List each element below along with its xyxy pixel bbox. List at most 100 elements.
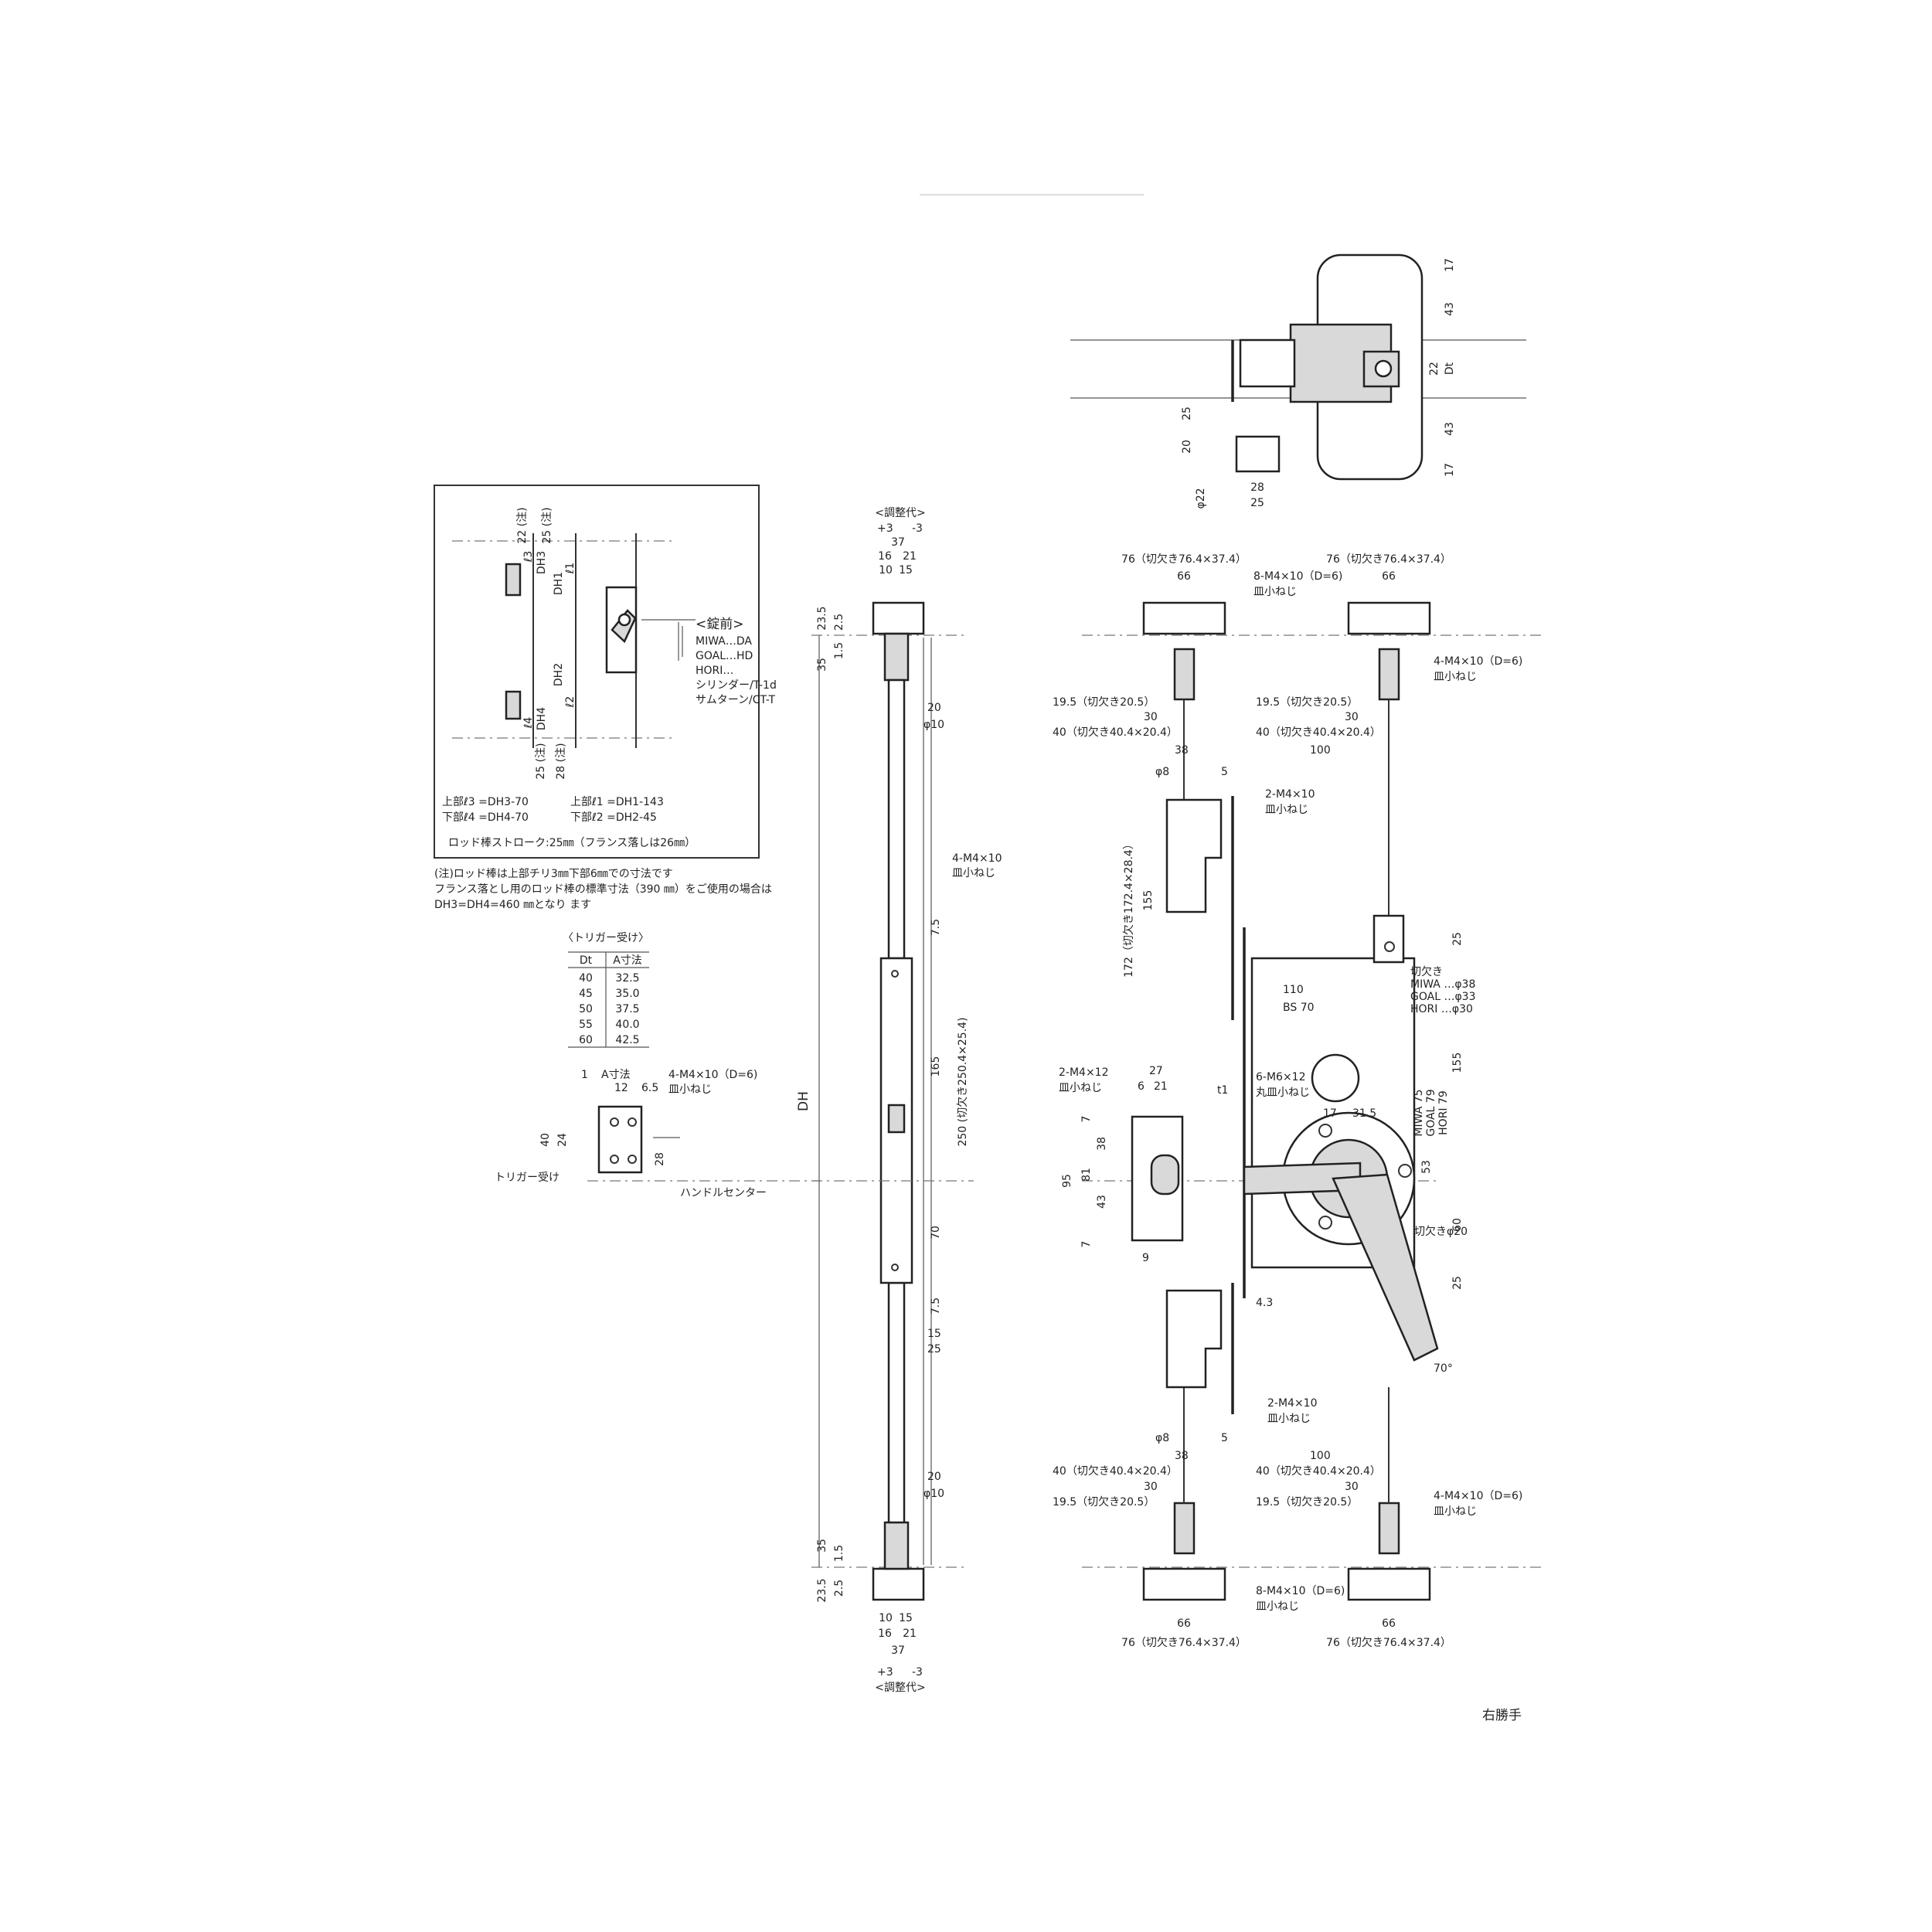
top-dim-25b: 25 — [1250, 497, 1264, 509]
front-screw2-top-2: 皿小ねじ — [1265, 804, 1308, 816]
inset-lock-line-5: サムターン/CT-T — [696, 694, 776, 706]
front-d30-br: 30 — [1345, 1481, 1359, 1493]
front-d27: 27 — [1149, 1065, 1163, 1077]
inset-dim-25b: 25 (注) — [535, 743, 547, 779]
rod-dim-37b: 37 — [891, 1645, 905, 1657]
inset-dim-22: 22 (注) — [516, 507, 529, 543]
rod-bottom-dims: 20 φ10 35 1.5 23.5 2.5 10 15 16 21 37 — [816, 1471, 944, 1657]
rod-dim-phi10: φ10 — [923, 719, 944, 731]
rod-dim-25c: 25 — [927, 1343, 941, 1355]
front-flange-bottom-left: 76（切欠き76.4×37.4） — [1121, 1637, 1247, 1649]
front-cutout-title: 切欠き — [1410, 966, 1443, 978]
front-mgh-goal: GOAL 79 — [1425, 1089, 1437, 1136]
front-d7a: 7 — [1080, 1116, 1093, 1123]
rod-dim-phi10b: φ10 — [923, 1488, 944, 1500]
top-dim-22: 22 — [1428, 362, 1440, 376]
front-deg70: 70° — [1434, 1362, 1453, 1375]
front-d25-top: 25 — [1451, 932, 1464, 946]
front-d100-bottom: 100 — [1310, 1450, 1331, 1462]
front-screw4-top-1: 4-M4×10（D=6) — [1434, 655, 1522, 668]
rod-dim-21: 21 — [903, 550, 917, 563]
trigger-table-header-dt: Dt — [580, 954, 593, 967]
front-cutout-goal: GOAL …φ33 — [1410, 991, 1476, 1003]
front-d40-bl: 40（切欠き40.4×20.4） — [1053, 1465, 1178, 1478]
front-t1: t1 — [1217, 1084, 1228, 1097]
front-screw4-bot-1: 4-M4×10（D=6) — [1434, 1490, 1522, 1502]
top-view-dims: 17 43 22 Dt 43 17 25 20 28 25 φ22 — [1181, 258, 1456, 509]
front-phi8-bottom: φ8 — [1155, 1432, 1169, 1444]
front-d25-bottom: 25 — [1451, 1276, 1464, 1290]
front-d195-bl: 19.5（切欠き20.5） — [1053, 1496, 1155, 1509]
trigger-dim-12: 12 — [614, 1082, 628, 1094]
front-view-dims: 76（切欠き76.4×37.4） 76（切欠き76.4×37.4） 66 66 … — [1053, 553, 1522, 1649]
front-d155b: 155 — [1451, 1053, 1464, 1073]
rod-dim-20: 20 — [927, 702, 941, 714]
inset-dim-dh1: DH1 — [553, 572, 565, 595]
front-screw4-bot-2: 皿小ねじ — [1434, 1505, 1477, 1518]
adjust-label-top: <調整代> — [875, 507, 925, 519]
formula-upper-l3: 上部ℓ3 =DH3-70 — [442, 796, 529, 808]
front-screw6-1: 6-M6×12 — [1256, 1071, 1306, 1083]
formula-upper-l1: 上部ℓ1 =DH1-143 — [570, 796, 664, 808]
front-view: 76（切欠き76.4×37.4） 76（切欠き76.4×37.4） 66 66 … — [1053, 553, 1542, 1649]
top-dim-dt: Dt — [1444, 362, 1456, 375]
front-d172: 172（切欠き172.4×28.4） — [1123, 838, 1135, 978]
front-d6: 6 — [1138, 1080, 1145, 1093]
front-d60: 60 — [1451, 1218, 1464, 1232]
trigger-dim-28: 28 — [654, 1152, 666, 1166]
front-d5-top: 5 — [1221, 766, 1228, 778]
front-d95: 95 — [1061, 1174, 1073, 1188]
front-phi8-top: φ8 — [1155, 766, 1169, 778]
front-d30-bl: 30 — [1144, 1481, 1158, 1493]
front-flange-top-right: 76（切欠き76.4×37.4） — [1326, 553, 1451, 566]
inset-dim-28: 28 (注) — [555, 743, 567, 779]
front-bs70: BS 70 — [1283, 1002, 1315, 1014]
rod-dim-25d: 2.5 — [833, 1580, 845, 1597]
trigger-dim-a: A寸法 — [601, 1069, 631, 1081]
rod-dim-250: 250 (切欠き250.4×25.4) — [957, 1017, 969, 1146]
trigger-dim-40: 40 — [539, 1133, 552, 1147]
adjust-minus-bottom: -3 — [912, 1666, 923, 1679]
front-phi20: 切欠きφ20 — [1414, 1226, 1468, 1238]
front-screw2-bot-1: 2-M4×10 — [1267, 1397, 1318, 1410]
trigger-table-cell: 42.5 — [615, 1034, 639, 1046]
top-dim-25a: 25 — [1181, 406, 1193, 420]
rod-dim-15d: 1.5 — [833, 1545, 845, 1562]
inset-dim-l4: ℓ4 — [522, 717, 535, 730]
inset-dim-25: 25 (注) — [541, 507, 553, 543]
trigger-table-cell: 40 — [579, 972, 593, 985]
adjust-minus-top: -3 — [912, 522, 923, 535]
trigger-table-cell: 45 — [579, 988, 593, 1000]
rod-dim-25: 2.5 — [833, 614, 845, 631]
rod-dim-16b: 16 — [878, 1628, 892, 1640]
inset-lock-title: <錠前> — [696, 617, 744, 632]
trigger-screw-1: 4-M4×10（D=6) — [668, 1069, 757, 1081]
top-dim-17b: 17 — [1444, 463, 1456, 477]
formula-lower-l4: 下部ℓ4 =DH4-70 — [442, 811, 529, 824]
rod-dim-10: 10 — [879, 564, 893, 577]
front-d5-bottom: 5 — [1221, 1432, 1228, 1444]
front-d195-tr: 19.5（切欠き20.5） — [1256, 696, 1358, 709]
trigger-dim-1: 1 — [581, 1069, 588, 1081]
front-screw2-top-1: 2-M4×10 — [1265, 788, 1315, 801]
front-d43: 43 — [1096, 1195, 1108, 1209]
front-d38-bottom: 38 — [1175, 1450, 1189, 1462]
rod-dim-165: 165 — [930, 1056, 942, 1077]
inset-dim-dh3: DH3 — [536, 551, 548, 574]
front-d43b: 4.3 — [1256, 1297, 1273, 1309]
rod-dim-235b: 23.5 — [816, 1578, 828, 1602]
rod-dim-16: 16 — [878, 550, 892, 563]
trigger-table-header-a: A寸法 — [613, 954, 642, 967]
inset-dim-dh4: DH4 — [536, 707, 548, 730]
trigger-table-cell: 50 — [579, 1003, 593, 1015]
front-screw2-bot-2: 皿小ねじ — [1267, 1413, 1311, 1425]
adjust-label-bottom: <調整代> — [875, 1682, 925, 1694]
top-dim-43a: 43 — [1444, 302, 1456, 316]
adjust-plus-top: +3 — [877, 522, 893, 535]
trigger-table-cell: 40.0 — [615, 1019, 639, 1031]
front-d155a: 155 — [1142, 890, 1155, 911]
trigger-table-cell: 60 — [579, 1034, 593, 1046]
trigger-table-cell: 37.5 — [615, 1003, 639, 1015]
front-screw212-2: 皿小ねじ — [1059, 1082, 1102, 1094]
